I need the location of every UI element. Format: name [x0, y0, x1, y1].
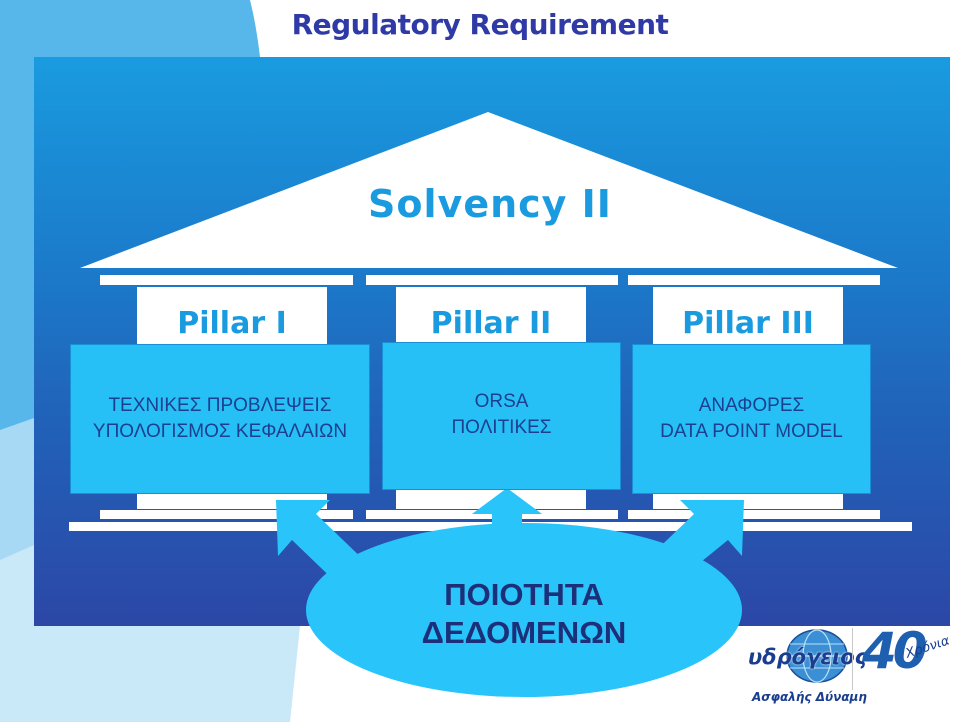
pillar-box-2: ORSA ΠΟΛΙΤΙΚΕΣ	[382, 342, 621, 490]
company-tagline: Ασφαλής Δύναμη	[752, 690, 867, 704]
pillar-label-2: Pillar II	[430, 306, 552, 341]
pillar-box-3: ΑΝΑΦΟΡΕΣ DATA POINT MODEL	[632, 344, 871, 494]
anniversary-number: 40	[862, 622, 928, 680]
pillar-box-2-line-1: ORSA	[474, 391, 529, 412]
temple-architrave-right	[628, 275, 880, 285]
temple-roof	[80, 112, 898, 268]
pillar-box-2-line-2: ΠΟΛΙΤΙΚΕΣ	[451, 417, 552, 438]
pillar-box-1-line-1: ΤΕΧΝΙΚΕΣ ΠΡΟΒΛΕΨΕΙΣ	[108, 395, 332, 416]
pillar-box-1: ΤΕΧΝΙΚΕΣ ΠΡΟΒΛΕΨΕΙΣ ΥΠΟΛΟΓΙΣΜΟΣ ΚΕΦΑΛΑΙΩ…	[70, 344, 370, 494]
temple-architrave-center	[366, 275, 618, 285]
data-quality-line-2: ΔΕΔΟΜΕΝΩΝ	[421, 615, 627, 650]
temple-architrave-left	[100, 275, 353, 285]
pillar-box-3-line-1: ΑΝΑΦΟΡΕΣ	[698, 395, 805, 416]
pillar-label-3: Pillar III	[682, 306, 814, 341]
logo-divider	[852, 628, 853, 690]
data-quality-label: ΠΟΙΟΤΗΤΑ ΔΕΔΟΜΕΝΩΝ	[380, 576, 668, 652]
roof-label: Solvency II	[368, 182, 612, 226]
pillar-base-3	[628, 510, 880, 519]
pillar-box-1-line-2: ΥΠΟΛΟΓΙΣΜΟΣ ΚΕΦΑΛΑΙΩΝ	[92, 421, 348, 442]
data-quality-line-1: ΠΟΙΟΤΗΤΑ	[444, 577, 604, 612]
pillar-base-1	[100, 510, 353, 519]
company-name: υδρόγειος	[748, 645, 868, 669]
globe-logo-icon	[786, 629, 848, 683]
page-title: Regulatory Requirement	[291, 8, 669, 41]
arrow-to-pillar-2	[472, 488, 542, 546]
data-quality-ellipse	[306, 523, 742, 697]
pillar-label-1: Pillar I	[177, 306, 287, 341]
pillar-box-3-line-2: DATA POINT MODEL	[660, 421, 843, 442]
